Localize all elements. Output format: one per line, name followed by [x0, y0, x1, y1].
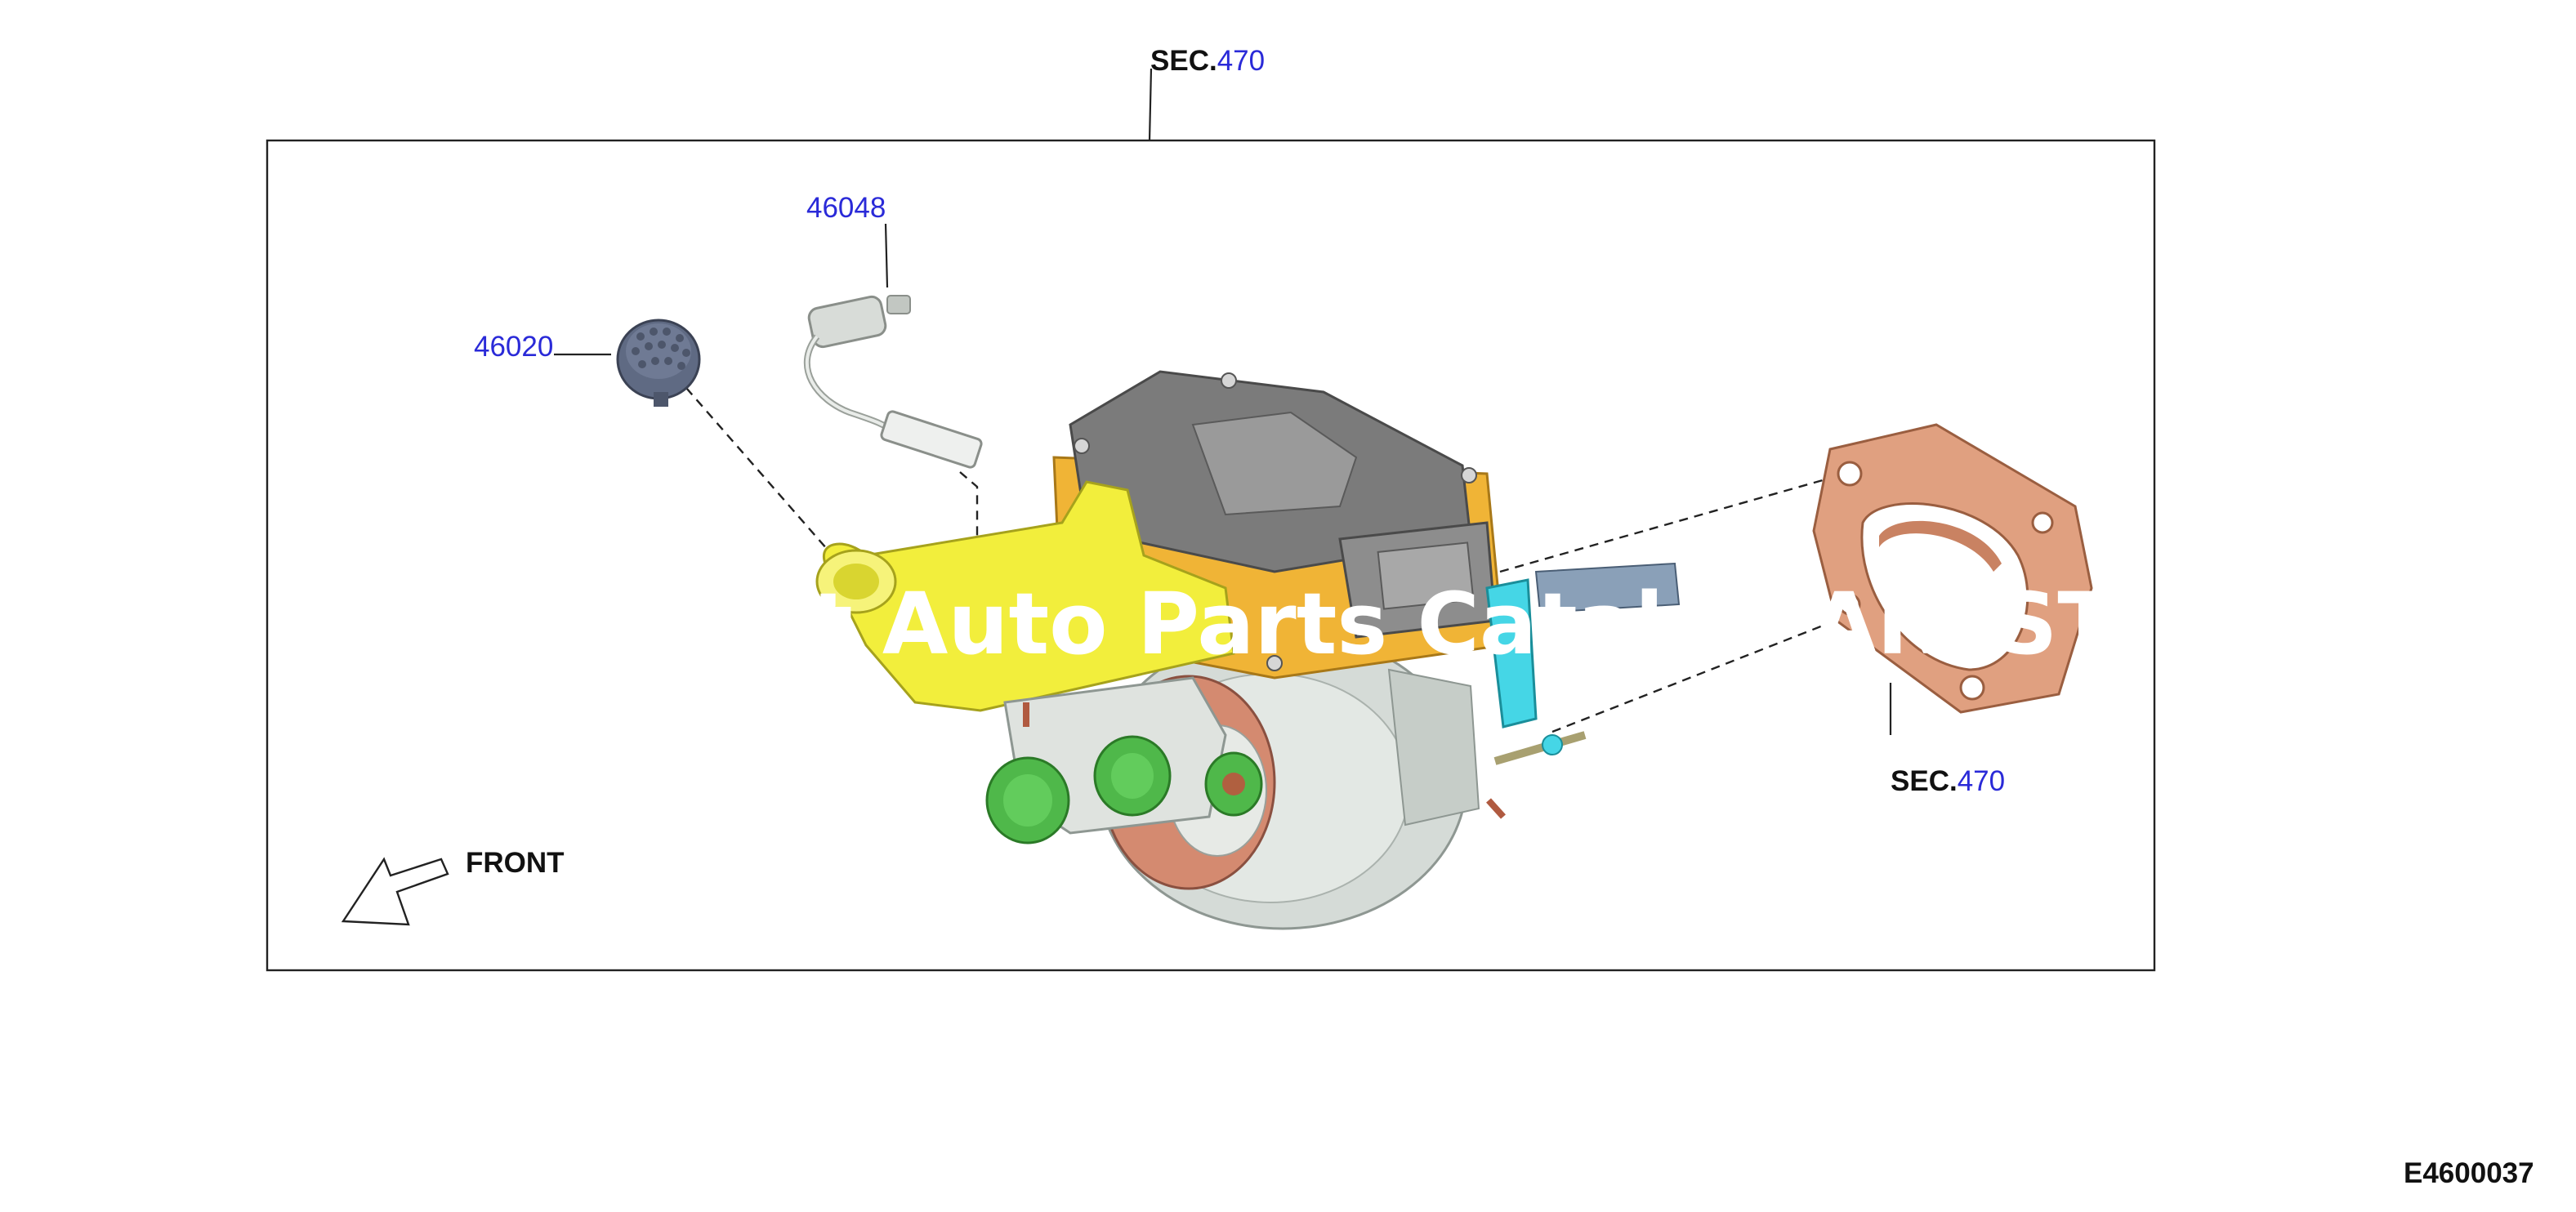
top-sec-ref[interactable]: SEC.470 [1150, 45, 1265, 77]
right-sec-ref[interactable]: SEC.470 [1891, 765, 2005, 797]
top-ref-leader [1148, 68, 1153, 141]
reservoir-cap-46020[interactable] [616, 319, 701, 407]
brake-booster-assembly[interactable] [815, 370, 1681, 930]
sensor-dash-line [959, 471, 979, 564]
watermark-text: t Auto Parts Catalo ARTST [812, 574, 2115, 674]
gasket-dash-line-upper [1499, 477, 1829, 573]
diagram-frame [266, 139, 2156, 972]
part-label-46048[interactable]: 46048 [806, 192, 886, 224]
front-arrow-icon [341, 857, 449, 926]
part-label-46020[interactable]: 46020 [474, 331, 553, 363]
leader-46048 [884, 223, 889, 288]
cap-dash-line [685, 387, 828, 550]
level-sensor-46048[interactable] [803, 295, 983, 469]
diagram-code: E4600037 [2404, 1157, 2534, 1189]
booster-gasket-plate[interactable] [1812, 423, 2093, 714]
front-label: FRONT [466, 847, 565, 879]
